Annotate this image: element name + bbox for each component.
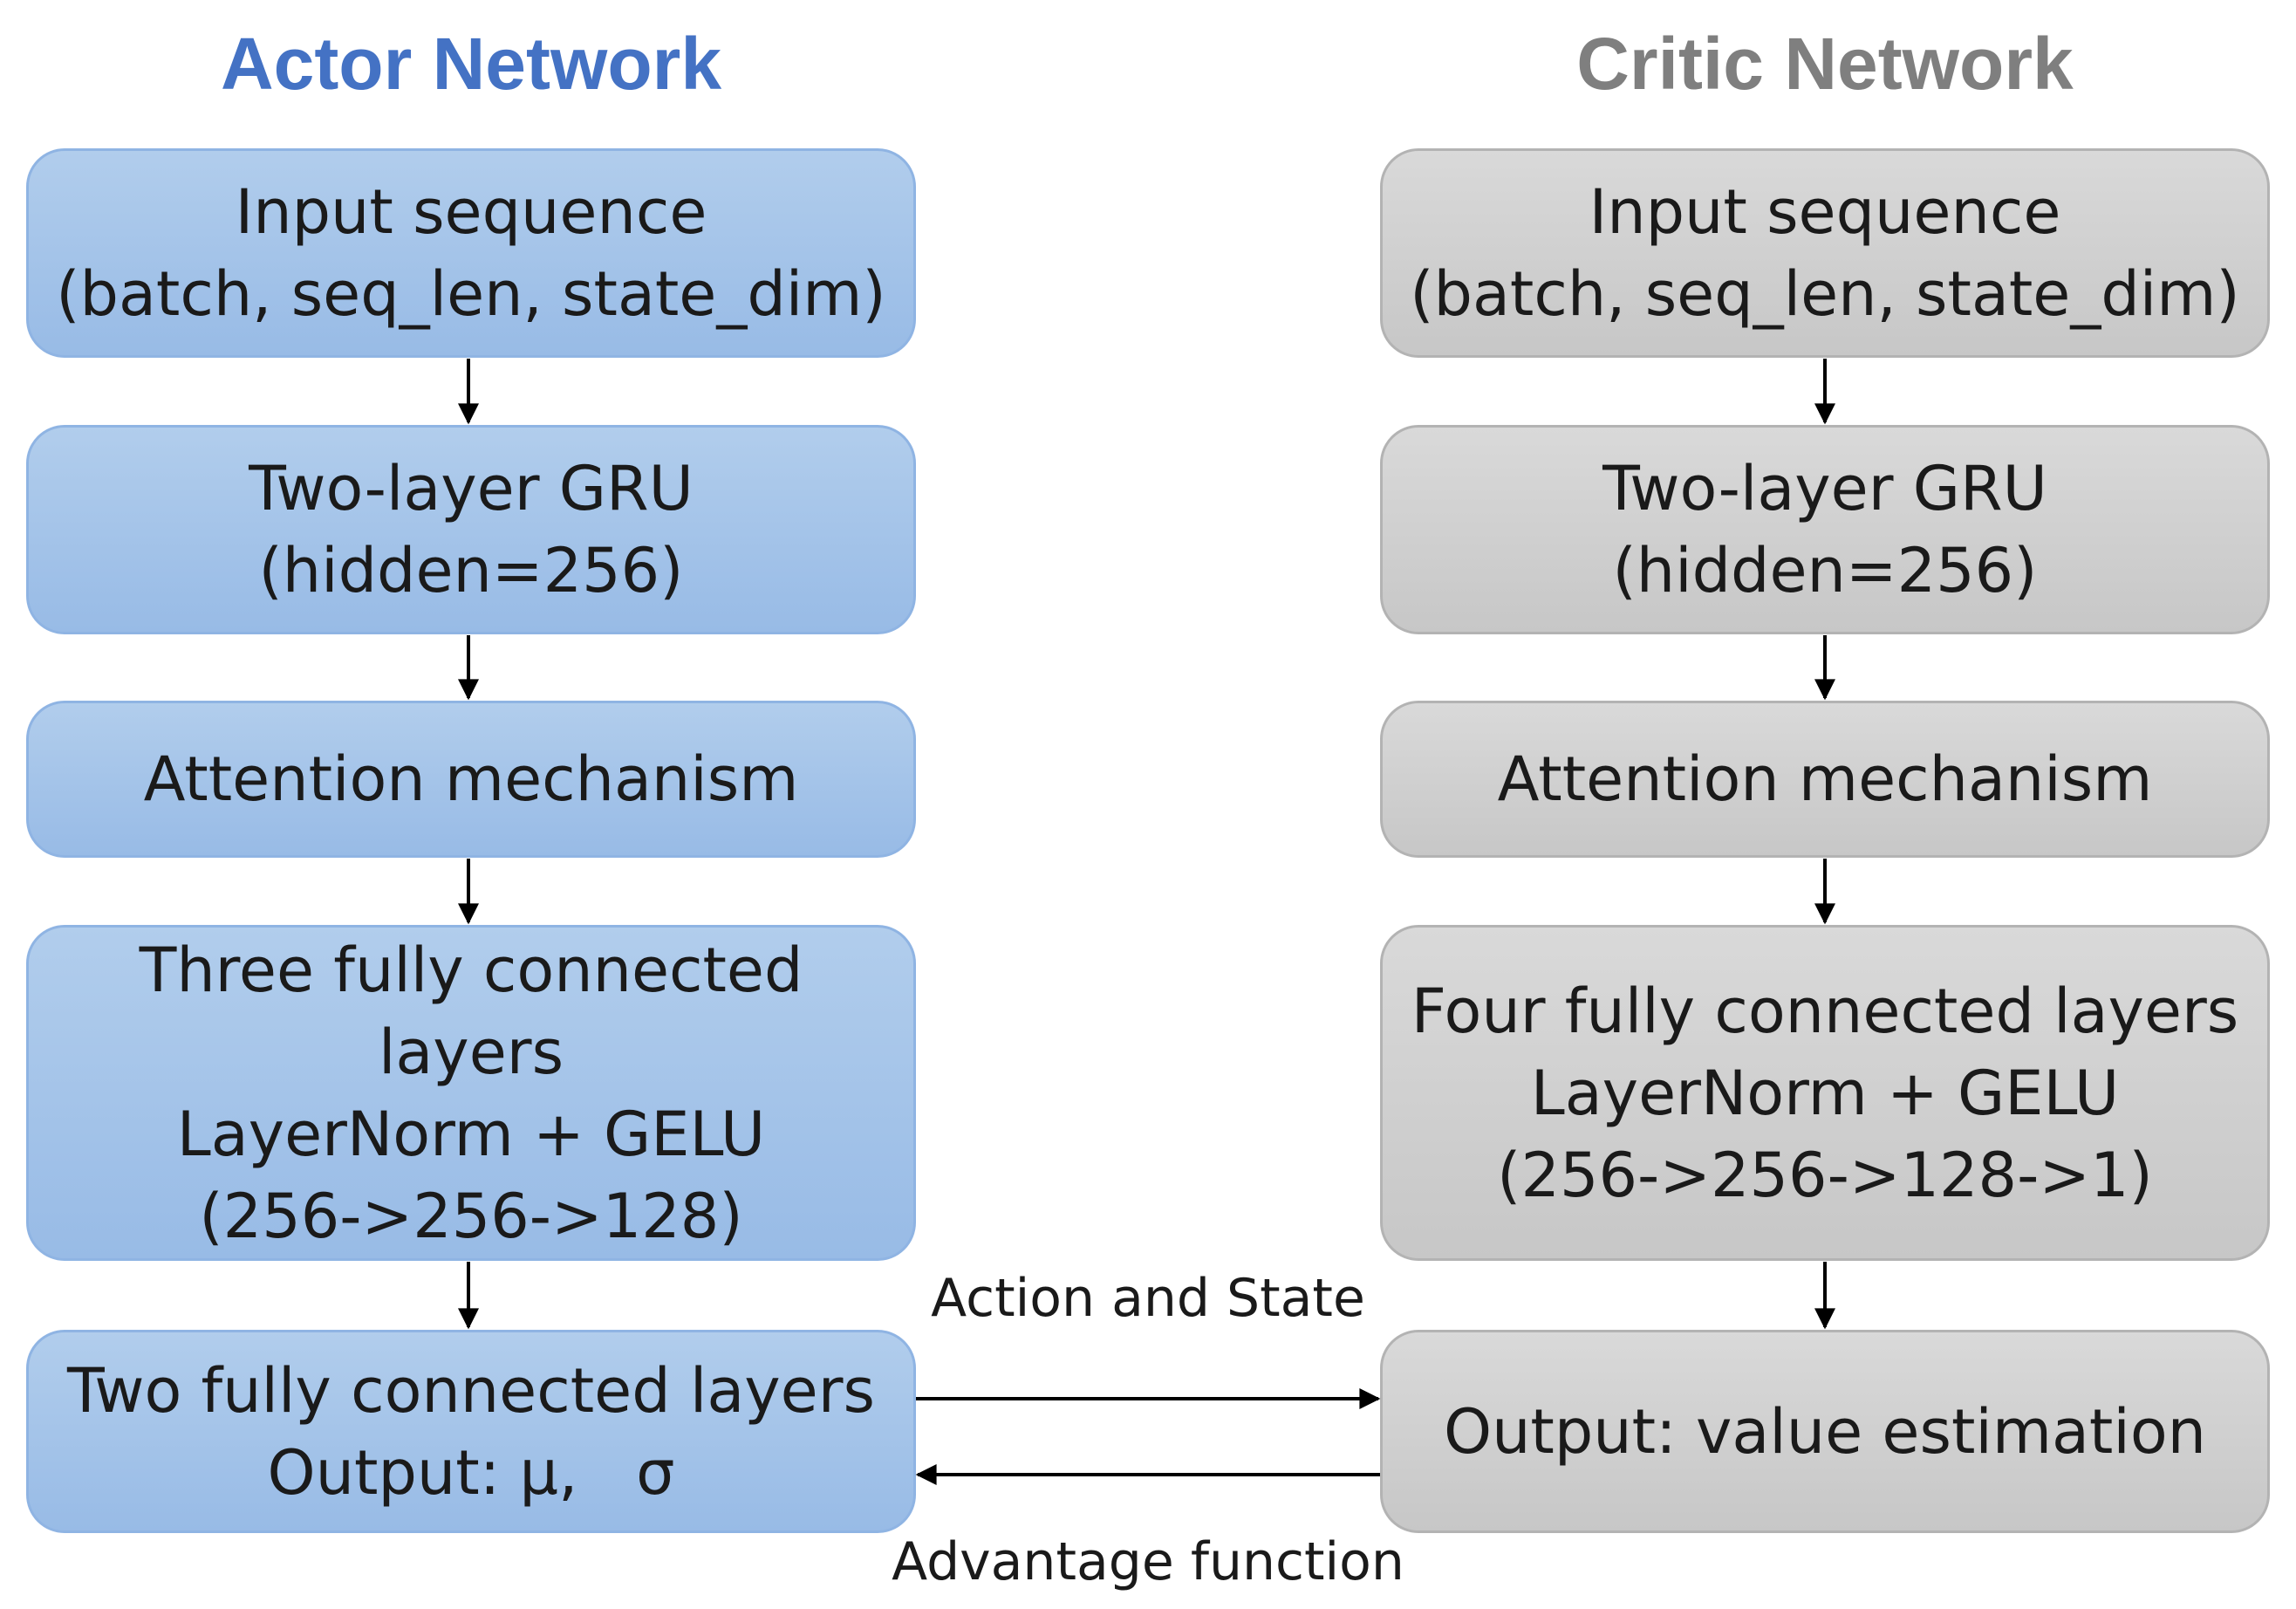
block-line: Two-layer GRU — [249, 453, 694, 524]
block-line: Four fully connected layers — [1411, 975, 2239, 1047]
critic-network-title: Critic Network — [1576, 23, 2074, 105]
block-line: (hidden=256) — [258, 535, 684, 606]
advantage-function-label: Advantage function — [892, 1531, 1404, 1592]
block-line: (hidden=256) — [1612, 535, 2038, 606]
actor-attention-block: Attention mechanism — [26, 701, 916, 858]
critic-input-sequence-block: Input sequence (batch, seq_len, state_di… — [1380, 148, 2270, 358]
block-line: Two fully connected layers — [67, 1354, 875, 1427]
block-line: Input sequence — [1589, 176, 2061, 248]
block-line: (batch, seq_len, state_dim) — [56, 258, 886, 330]
block-line: LayerNorm + GELU — [1530, 1057, 2120, 1129]
block-line: Attention mechanism — [143, 743, 799, 815]
block-line: Input sequence — [235, 176, 707, 248]
block-line: (batch, seq_len, state_dim) — [1410, 258, 2240, 330]
actor-output-block: Two fully connected layers Output: μ, σ — [26, 1330, 916, 1533]
critic-attention-block: Attention mechanism — [1380, 701, 2270, 858]
block-line: Output: value estimation — [1443, 1395, 2207, 1468]
critic-output-block: Output: value estimation — [1380, 1330, 2270, 1533]
block-line: (256->256->128) — [199, 1180, 743, 1252]
action-and-state-label: Action and State — [931, 1268, 1365, 1329]
block-line: Two-layer GRU — [1602, 453, 2047, 524]
block-line: layers — [378, 1016, 564, 1088]
actor-fc-layers-block: Three fully connected layers LayerNorm +… — [26, 925, 916, 1261]
critic-gru-block: Two-layer GRU (hidden=256) — [1380, 425, 2270, 634]
actor-gru-block: Two-layer GRU (hidden=256) — [26, 425, 916, 634]
actor-input-sequence-block: Input sequence (batch, seq_len, state_di… — [26, 148, 916, 358]
actor-network-title: Actor Network — [220, 23, 722, 105]
block-line: (256->256->128->1) — [1497, 1139, 2153, 1211]
block-line: Attention mechanism — [1497, 743, 2153, 815]
block-line: Three fully connected — [139, 934, 803, 1006]
critic-fc-layers-block: Four fully connected layers LayerNorm + … — [1380, 925, 2270, 1261]
block-line: Output: μ, σ — [267, 1436, 675, 1509]
block-line: LayerNorm + GELU — [176, 1098, 766, 1170]
